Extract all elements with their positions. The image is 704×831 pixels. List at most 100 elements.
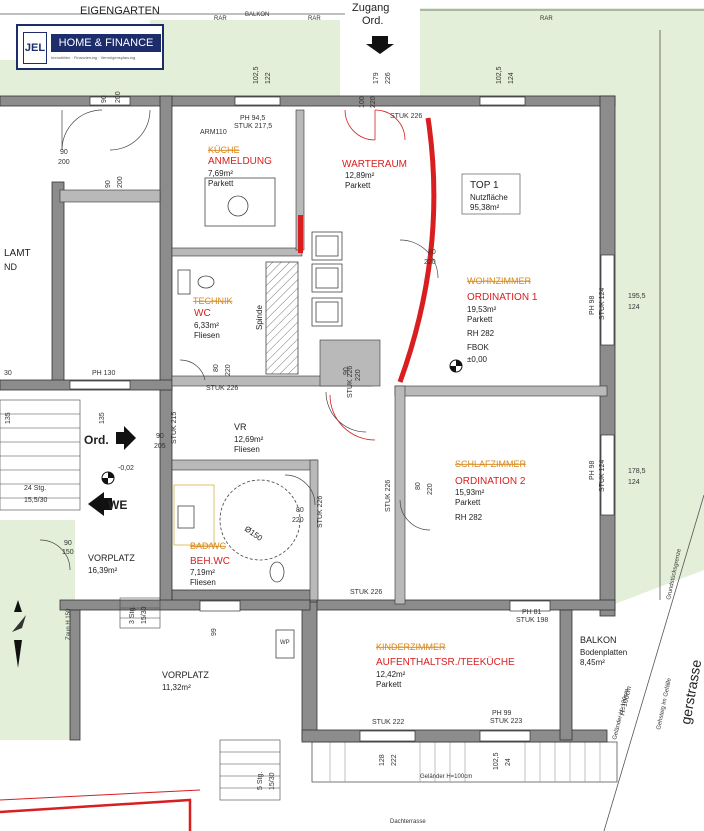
vr-floor: Fliesen: [234, 445, 260, 454]
wc-floor: Fliesen: [194, 331, 220, 340]
ord-entry-label: Ord.: [84, 433, 109, 447]
zugang-label: Zugang: [352, 2, 389, 14]
top-label: TOP 1: [470, 180, 499, 191]
aufenthalt-old-label: KINDERZIMMER: [376, 642, 446, 652]
dim-label: STUK 223: [490, 718, 522, 725]
garden-area-bottom-left: [0, 520, 75, 740]
entry-arrow-zugang: [366, 36, 394, 54]
dim-label: 5 Stg.: [257, 772, 264, 790]
rar-label-1: RAR: [214, 16, 227, 22]
red-wall-anmeldung: [298, 215, 303, 253]
dim-label: ARM110: [200, 129, 227, 136]
dim-label: STUK 124: [599, 288, 606, 320]
north-arrow: [12, 600, 26, 668]
dim-label: STUK 226: [385, 480, 392, 512]
turning-circle: [219, 479, 301, 561]
dim-label: STUK 226: [317, 496, 324, 528]
ordination1-old-label: WOHNZIMMER: [467, 276, 531, 286]
red-boundary-2: [0, 789, 201, 801]
dim-label: PH 98: [589, 295, 596, 315]
dim-label: 15,5/30: [24, 497, 47, 504]
ordination2-area: 15,93m²: [455, 488, 485, 497]
vorplatz2-area: 11,32m²: [162, 683, 191, 692]
logo-tagline: Immobilien · Finanzierung · Vermögenspla…: [51, 55, 136, 60]
dim-label: STUK 124: [599, 460, 606, 492]
dim-label: PH 130: [92, 370, 115, 377]
zaun-label: Zaun H 150: [66, 608, 72, 640]
aufenthalt-floor: Parkett: [376, 680, 402, 689]
wc-old-label: TECHNIK: [193, 296, 233, 306]
dim-label: 102,5: [496, 66, 503, 84]
aufenthalt-name: AUFENTHALTSR./TEEKÜCHE: [376, 656, 515, 668]
dim-label: 200: [58, 159, 70, 166]
warteraum-name: WARTERAUM: [342, 159, 407, 170]
fbok-value: ±0,00: [467, 355, 488, 364]
dim-label: 220: [355, 369, 362, 381]
ordination2-old-label: SCHLAFZIMMER: [455, 459, 527, 469]
nd-label: ND: [4, 262, 17, 272]
ordination2-floor: Parkett: [455, 498, 481, 507]
toilet-wc: [197, 275, 215, 289]
behwc-name: BEH.WC: [190, 556, 230, 567]
desk-chair: [227, 195, 249, 217]
balkon-top-label: BALKON: [245, 12, 269, 18]
behwc-circle-label: Ø150: [243, 524, 265, 543]
balkon-area: 8,45m²: [580, 658, 605, 667]
dim-label: STUK 217,5: [234, 123, 272, 130]
dimension-labels: 90 200 90 200 90 200 PH 94,5 STUK 217,5 …: [4, 66, 646, 790]
behwc-old-label: BAD/WC: [190, 541, 227, 551]
dim-label: 3 Stg.: [129, 606, 136, 624]
dim-label: 90: [343, 367, 350, 375]
vr-name: VR: [234, 422, 247, 432]
dim-label: 195,5: [628, 293, 646, 300]
dim-label: 15/30: [141, 606, 148, 624]
behwc-floor: Fliesen: [190, 578, 216, 587]
logo-name: HOME & FINANCE: [51, 34, 161, 52]
sink-behwc: [173, 484, 215, 546]
dim-label: 80: [428, 249, 436, 256]
ordination2-name: ORDINATION 2: [455, 476, 526, 487]
dim-label: STUK 226: [347, 366, 354, 398]
aufenthalt-area: 12,42m²: [376, 670, 406, 679]
dim-label: PH 94,5: [240, 115, 265, 122]
dim-label: 80: [415, 482, 422, 490]
company-logo: JEL HOME & FINANCE Immobilien · Finanzie…: [16, 24, 164, 70]
fbok-label: FBOK: [467, 343, 489, 352]
wp-label: WP: [280, 640, 290, 646]
dim-label: 100: [359, 96, 366, 108]
level-marker: [101, 359, 463, 485]
dim-label: 99: [211, 628, 218, 636]
dim-label: 135: [5, 412, 12, 424]
ordination2-rh: RH 282: [455, 513, 483, 522]
dim-label: 102,5: [253, 66, 260, 84]
wc-area: 6,33m²: [194, 321, 219, 330]
dim-label: 178,5: [628, 468, 646, 475]
dim-label: STUK 226: [350, 589, 382, 596]
dim-label: 220: [292, 517, 304, 524]
dim-label: 220: [427, 483, 434, 495]
warteraum-area: 12,89m²: [345, 171, 375, 180]
ordination1-floor: Parkett: [467, 315, 493, 324]
dim-label: 90: [101, 95, 108, 103]
dim-label: 135: [99, 412, 106, 424]
dim-label: STUK 215: [171, 412, 178, 444]
ordination1-area: 19,53m²: [467, 305, 497, 314]
dim-label: -0,02: [118, 465, 134, 472]
boundary-line-diag: [603, 494, 704, 831]
top-area-value: 95,38m²: [470, 203, 500, 212]
waiting-chairs: [311, 231, 343, 327]
ordination1-name: ORDINATION 1: [467, 292, 538, 303]
dim-label: 80: [213, 364, 220, 372]
dim-label: 205: [154, 443, 166, 450]
vorplatz2-name: VORPLATZ: [162, 670, 209, 680]
dim-label: 226: [385, 72, 392, 84]
red-boundary: [0, 798, 192, 831]
staircase: [0, 399, 81, 511]
lockers: [265, 261, 299, 375]
vr-area: 12,69m²: [234, 435, 264, 444]
rar-label-2: RAR: [308, 16, 321, 22]
interior-walls: [59, 109, 608, 605]
entry-arrow-we: [88, 492, 112, 516]
dim-label: PH 99: [492, 710, 512, 717]
spinde-label: Spinde: [255, 305, 264, 330]
